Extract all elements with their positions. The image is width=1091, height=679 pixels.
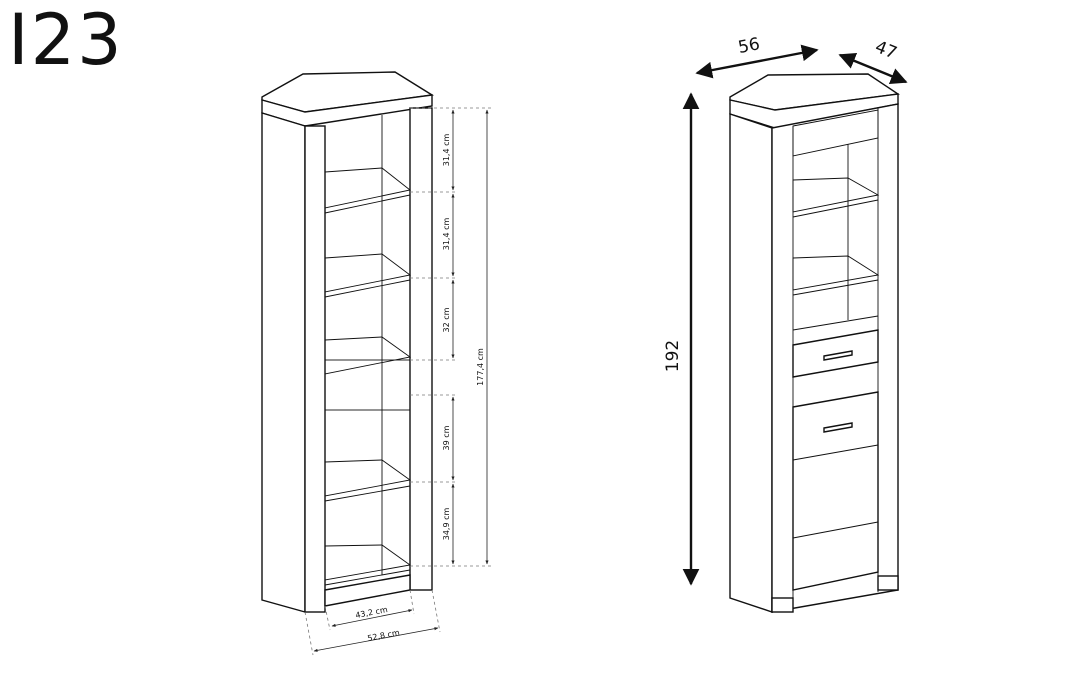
- drawer-handle: [823, 350, 853, 361]
- front-right-stile: [409, 107, 433, 591]
- shelf-height-label-4: 39 cm: [442, 425, 451, 450]
- door-handle: [823, 422, 853, 433]
- shelf-height-label-1: 31,4 cm: [442, 134, 451, 167]
- outer-width-label: 52,8 cm: [367, 628, 401, 643]
- total-height-label: 177,4 cm: [476, 348, 485, 386]
- depth-arrow: [838, 52, 908, 85]
- width-label: 56: [737, 34, 762, 58]
- dimension-extension-lines: [410, 107, 492, 567]
- closed-cabinet-drawing: 192 56 47: [663, 34, 908, 613]
- shelf-dimension-lines: [451, 109, 489, 565]
- model-code-title: I23: [8, 0, 124, 81]
- shelf-height-label-2: 31,4 cm: [442, 218, 451, 251]
- shelves: [324, 167, 412, 586]
- height-label: 192: [663, 340, 683, 372]
- depth-label: 47: [872, 37, 900, 64]
- cabinet-left-side: [729, 113, 773, 613]
- shelf-height-label-5: 34,9 cm: [442, 508, 451, 541]
- lower-door: [792, 391, 879, 591]
- width-dimension-lines: [304, 589, 441, 656]
- shelf-height-label-3: 32 cm: [442, 307, 451, 332]
- glass-door: [792, 144, 880, 331]
- left-side-panel: [261, 112, 306, 613]
- drawer: [792, 329, 879, 378]
- width-arrow: [695, 44, 819, 79]
- open-bookcase-drawing: 31,4 cm 31,4 cm 32 cm 39 cm 34,9 cm 177,…: [261, 71, 492, 656]
- front-left-stile: [304, 125, 326, 613]
